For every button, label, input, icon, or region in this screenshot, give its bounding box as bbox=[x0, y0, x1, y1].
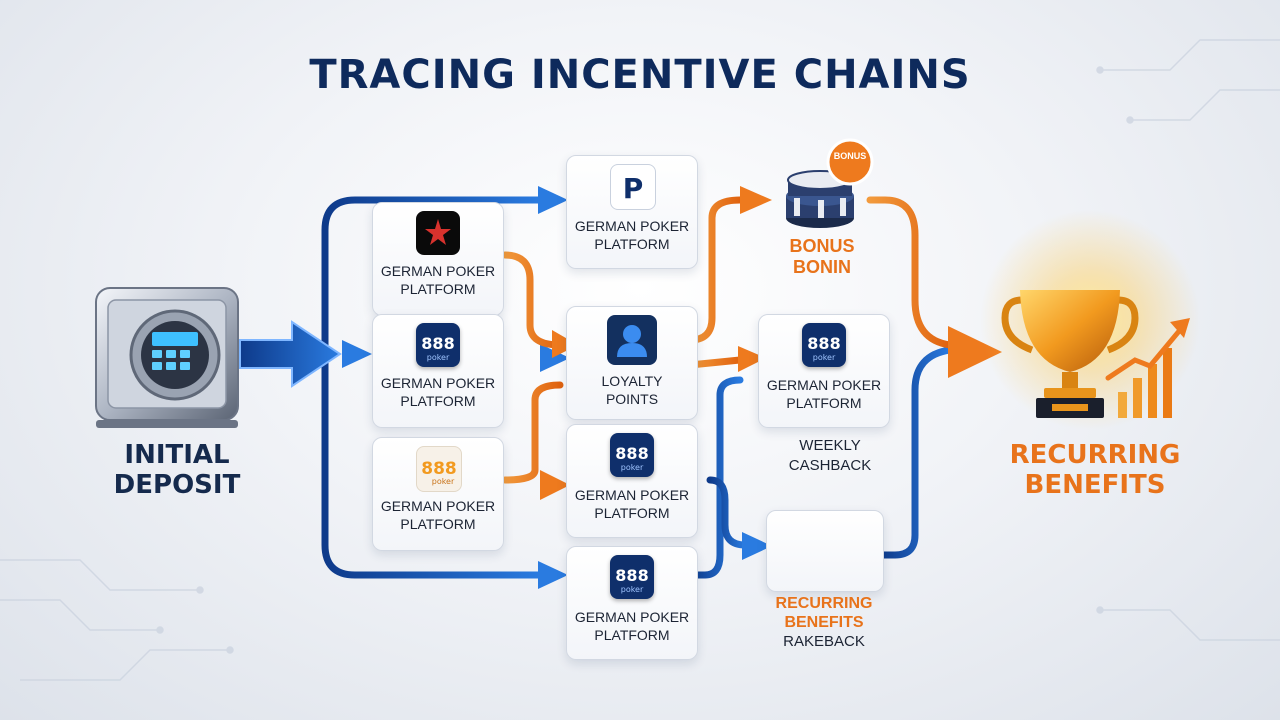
source-label-line2: DEPOSIT bbox=[113, 470, 241, 500]
card-label-line2: PLATFORM bbox=[400, 516, 476, 532]
blue-arrowheads bbox=[342, 186, 772, 589]
card-label-line2: PLATFORM bbox=[400, 393, 476, 409]
source-label: INITIAL DEPOSIT bbox=[92, 440, 262, 500]
flow-platform-to-cashback bbox=[686, 376, 744, 579]
blue-connectors bbox=[321, 196, 954, 579]
svg-text:P: P bbox=[623, 172, 644, 205]
bonus-badge: BONUS bbox=[833, 151, 867, 161]
arrowhead-to-rakeback bbox=[742, 532, 772, 560]
card-label-line1: GERMAN POKER bbox=[574, 487, 690, 503]
bonus-label-line1: BONUS bbox=[789, 236, 855, 256]
arrowhead-to-cashback bbox=[738, 346, 766, 372]
arrowhead-to-top-card bbox=[538, 186, 568, 214]
flow-to-rakeback bbox=[706, 476, 749, 549]
svg-text:888: 888 bbox=[807, 334, 840, 353]
card-label-line1: GERMAN POKER bbox=[574, 218, 690, 234]
trophy-icon bbox=[1001, 290, 1139, 418]
card-label-line1: GERMAN POKER bbox=[380, 263, 496, 279]
card-label-line1: GERMAN POKER bbox=[380, 375, 496, 391]
flow-deposit-trunk bbox=[321, 196, 544, 356]
cashback-label-line1: WEEKLY bbox=[799, 437, 861, 454]
rakeback-label-line3: RAKEBACK bbox=[783, 633, 865, 650]
svg-text:888: 888 bbox=[421, 334, 454, 353]
orange-arrowheads bbox=[540, 186, 1002, 500]
card-label-line2: PLATFORM bbox=[400, 281, 476, 297]
arrowhead-to-col3 bbox=[540, 470, 570, 500]
circuit-decoration-right bbox=[1096, 39, 1280, 641]
circuit-decoration-left bbox=[0, 559, 234, 681]
card-label-line2: PLATFORM bbox=[594, 627, 670, 643]
cashback-label-line2: CASHBACK bbox=[788, 457, 872, 474]
svg-text:888: 888 bbox=[615, 566, 648, 585]
card-label-line1: GERMAN POKER bbox=[766, 377, 882, 393]
poker-chips-icon bbox=[786, 138, 874, 228]
arrowhead-to-result bbox=[948, 326, 1002, 378]
flow-loyalty-up-to-bonus bbox=[686, 196, 744, 344]
flow-888orange-to-platform bbox=[501, 381, 564, 484]
arrowhead-to-888-col2 bbox=[342, 340, 372, 368]
rakeback-label: RECURRING BENEFITS RAKEBACK bbox=[744, 594, 904, 652]
svg-text:888: 888 bbox=[421, 459, 457, 479]
arrowhead-to-bonus bbox=[740, 186, 772, 214]
partypoker-logo-icon: P bbox=[610, 164, 656, 210]
arrowhead-to-loyalty-blue bbox=[540, 344, 570, 372]
rakeback-card[interactable] bbox=[766, 510, 884, 592]
card-label-line2: PLATFORM bbox=[786, 395, 862, 411]
svg-text:poker: poker bbox=[427, 353, 450, 362]
flow-loyalty-to-cashback bbox=[686, 356, 744, 369]
svg-text:888: 888 bbox=[615, 444, 648, 463]
bonus-label-line2: BONIN bbox=[793, 257, 851, 277]
arrowhead-to-bottom-card bbox=[538, 561, 568, 589]
deposit-entry-arrow bbox=[239, 320, 342, 388]
growth-chart-icon bbox=[1105, 318, 1190, 418]
cashback-label: WEEKLY CASHBACK bbox=[750, 436, 910, 476]
svg-text:poker: poker bbox=[432, 477, 455, 486]
card-label-line2: PLATFORM bbox=[594, 505, 670, 521]
card-label-line1: GERMAN POKER bbox=[574, 609, 690, 625]
card-label-line2: POINTS bbox=[605, 391, 659, 407]
platform-card-partypoker[interactable]: P GERMAN POKER PLATFORM bbox=[566, 155, 698, 269]
result-label-line2: BENEFITS bbox=[1024, 470, 1166, 500]
bonus-label: BONUS BONIN bbox=[752, 236, 892, 278]
flow-pokerstars-to-loyalty bbox=[501, 251, 564, 349]
orange-connectors bbox=[501, 196, 954, 489]
pokerstars-logo-icon bbox=[416, 211, 460, 255]
flow-deposit-down bbox=[321, 348, 544, 579]
card-label-line2: PLATFORM bbox=[594, 236, 670, 252]
safe-icon bbox=[95, 287, 239, 428]
page-title: TRACING INCENTIVE CHAINS bbox=[309, 52, 971, 98]
card-label-line1: GERMAN POKER bbox=[380, 498, 496, 514]
rakeback-label-line1: RECURRING bbox=[775, 595, 873, 612]
svg-text:poker: poker bbox=[621, 463, 644, 472]
source-label-line1: INITIAL bbox=[124, 440, 230, 470]
result-label-line1: RECURRING bbox=[1009, 440, 1181, 470]
result-label: RECURRING BENEFITS bbox=[990, 440, 1200, 500]
svg-text:poker: poker bbox=[813, 353, 836, 362]
loyalty-person-icon bbox=[607, 315, 657, 365]
rakeback-label-line2: BENEFITS bbox=[784, 614, 864, 631]
card-label-line1: LOYALTY bbox=[601, 373, 663, 389]
flow-bonus-to-result bbox=[866, 196, 954, 349]
arrowhead-to-loyalty-orange bbox=[552, 330, 578, 358]
platform-card-pokerstars[interactable]: GERMAN POKER PLATFORM bbox=[372, 202, 504, 316]
loyalty-points-card[interactable]: LOYALTY POINTS bbox=[566, 306, 698, 420]
svg-text:poker: poker bbox=[621, 585, 644, 594]
